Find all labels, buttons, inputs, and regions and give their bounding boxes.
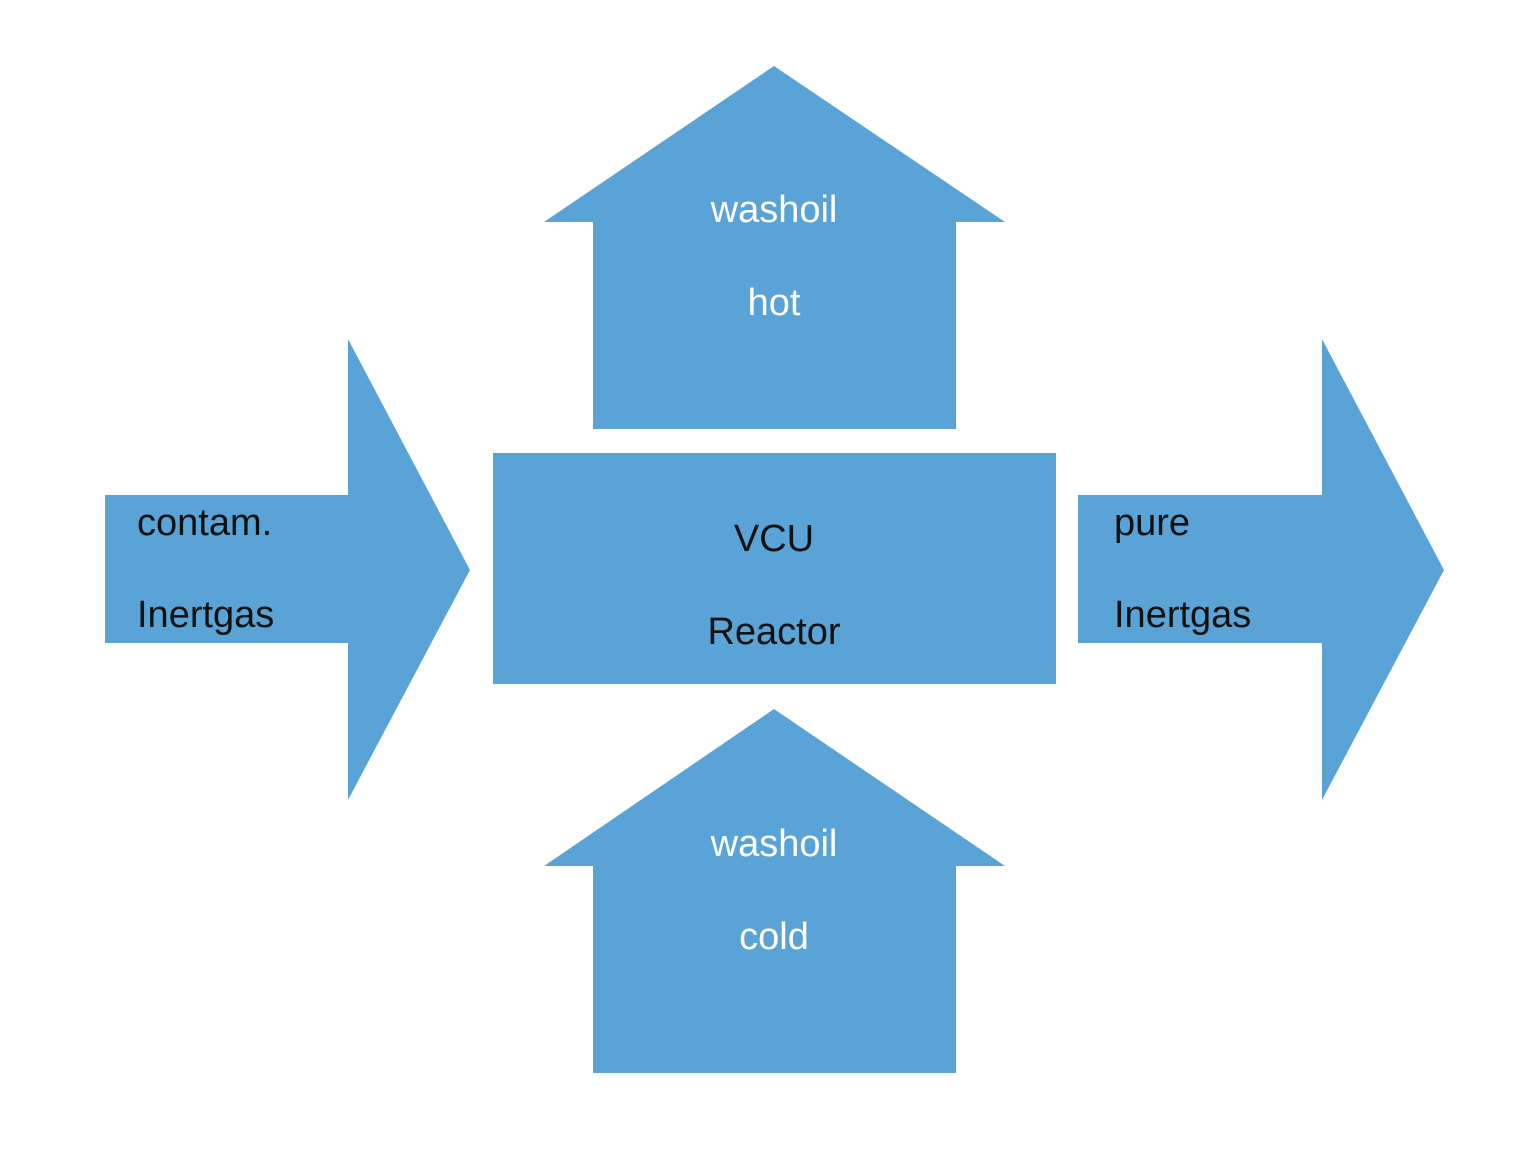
pure-inertgas-arrow: pure Inertgas <box>1078 339 1444 800</box>
contaminated-inertgas-label-line2: Inertgas <box>137 594 274 636</box>
washoil-hot-arrow: washoil hot <box>544 66 1005 429</box>
washoil-hot-label-line2: hot <box>748 282 801 324</box>
washoil-cold-label-line2: cold <box>739 916 809 958</box>
vcu-reactor-box-shape <box>493 453 1056 684</box>
contaminated-inertgas-label-line1: contam. <box>137 502 272 544</box>
washoil-cold-arrow: washoil cold <box>544 709 1005 1073</box>
vcu-reactor-box: VCU Reactor <box>493 453 1056 684</box>
washoil-cold-label-line1: washoil <box>710 823 838 865</box>
washoil-hot-arrow-shape <box>544 66 1005 429</box>
washoil-cold-arrow-shape <box>544 709 1005 1073</box>
contaminated-inertgas-arrow: contam. Inertgas <box>105 339 470 800</box>
pure-inertgas-label-line1: pure <box>1114 502 1190 544</box>
pure-inertgas-arrow-shape <box>1078 339 1444 800</box>
pure-inertgas-label-line2: Inertgas <box>1114 594 1251 636</box>
washoil-hot-label-line1: washoil <box>710 189 838 231</box>
vcu-reactor-label-line2: Reactor <box>707 611 840 653</box>
contaminated-inertgas-arrow-shape <box>105 339 470 800</box>
vcu-reactor-label-line1: VCU <box>734 518 814 560</box>
